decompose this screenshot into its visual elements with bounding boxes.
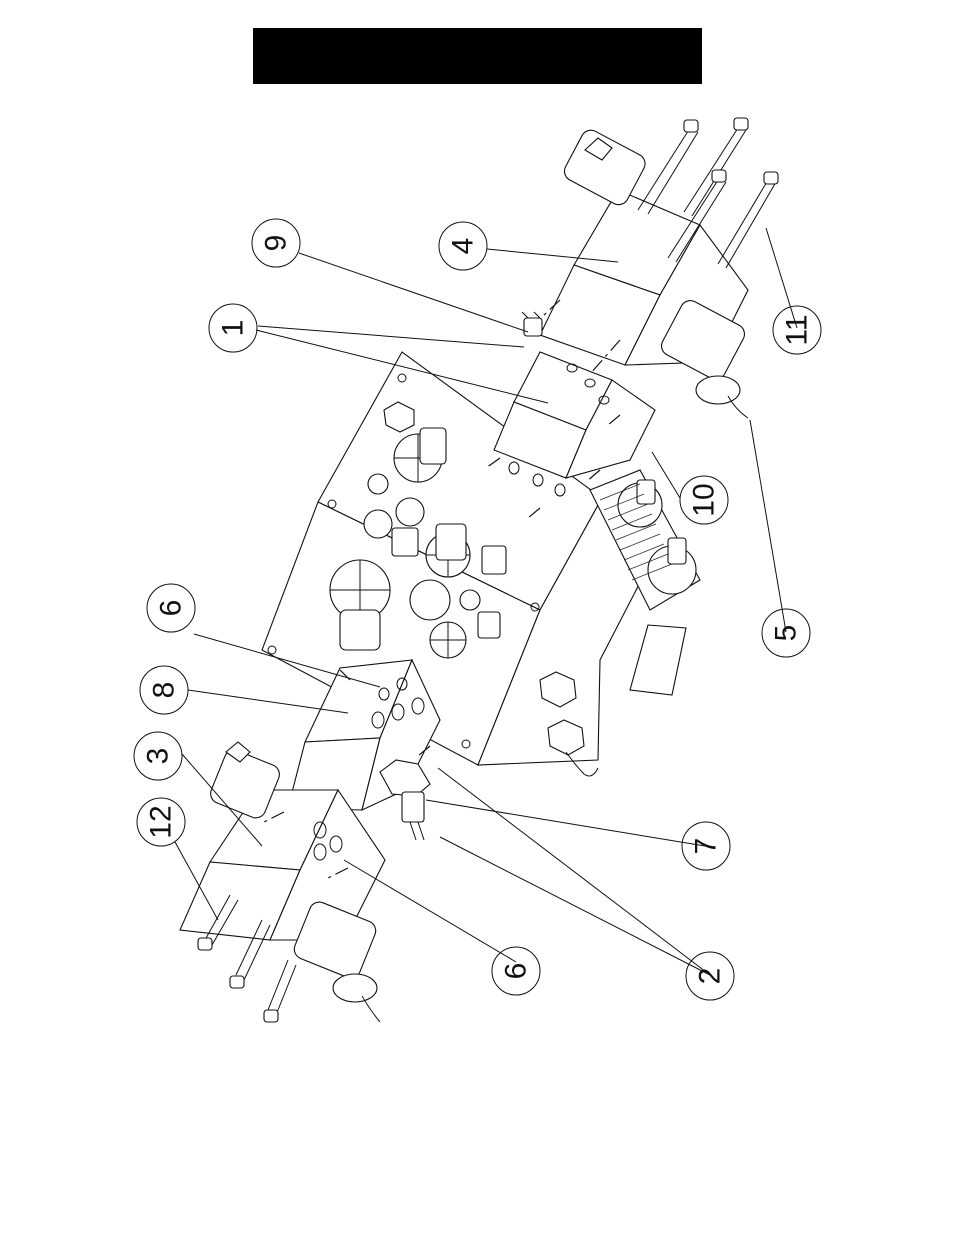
callout-3-label: 3 xyxy=(142,748,175,765)
callout-8-label: 8 xyxy=(148,682,181,699)
callout-12: 12 xyxy=(137,798,185,846)
callout-1-label: 1 xyxy=(217,320,250,337)
callout-6-lower-label: 6 xyxy=(500,963,533,980)
callout-9-label: 9 xyxy=(260,235,293,252)
callout-6-upper: 6 xyxy=(147,584,195,632)
callout-4: 4 xyxy=(439,222,487,270)
callout-8: 8 xyxy=(140,666,188,714)
callout-12-label: 12 xyxy=(145,805,178,838)
callout-11-label: 11 xyxy=(781,314,814,345)
callout-4-label: 4 xyxy=(447,238,480,255)
callout-10: 10 xyxy=(680,476,728,524)
callout-10-label: 10 xyxy=(688,483,721,516)
callout-6-lower: 6 xyxy=(492,947,540,995)
callout-2: 2 xyxy=(686,952,734,1000)
callout-9: 9 xyxy=(252,219,300,267)
callout-3: 3 xyxy=(134,732,182,780)
callout-5-label: 5 xyxy=(770,625,803,642)
callout-5: 5 xyxy=(762,609,810,657)
callout-2-label: 2 xyxy=(694,968,727,985)
callout-1: 1 xyxy=(209,304,257,352)
callout-6-upper-label: 6 xyxy=(155,600,188,617)
callout-7: 7 xyxy=(682,822,730,870)
fitting-7 xyxy=(380,760,430,840)
callout-7-label: 7 xyxy=(690,838,723,855)
callout-11: 11 xyxy=(773,306,821,354)
fitting-9 xyxy=(522,312,542,336)
